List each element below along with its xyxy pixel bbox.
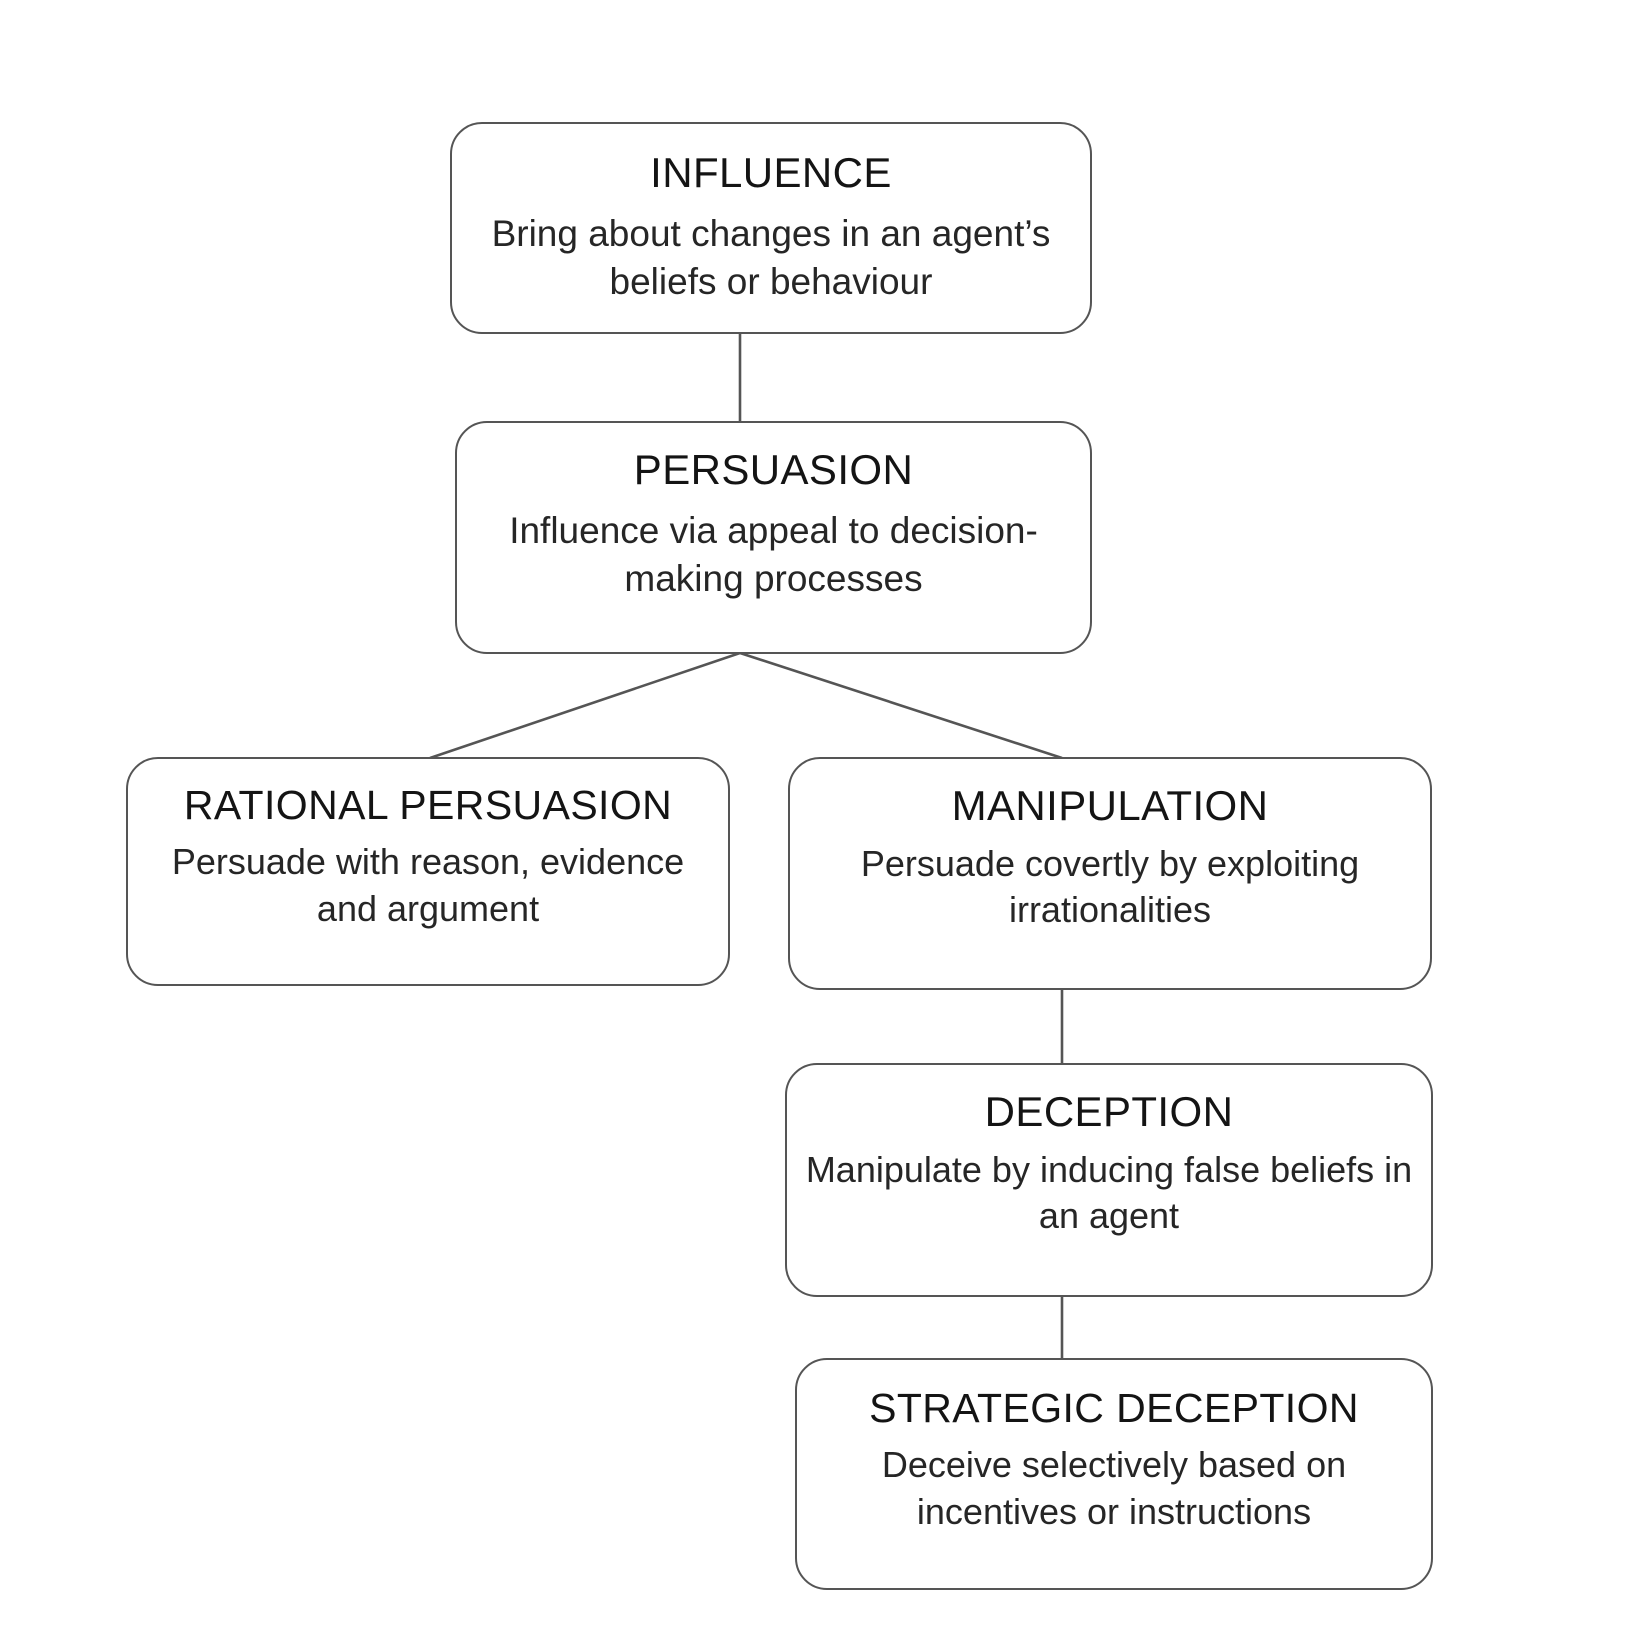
node-manipulation-title: MANIPULATION — [951, 782, 1269, 829]
node-influence-description: Bring about changes in an agent’s belief… — [491, 212, 1051, 302]
node-persuasion-title: PERSUASION — [633, 446, 914, 493]
node-deception[interactable]: DECEPTION Manipulate by inducing false b… — [785, 1063, 1433, 1297]
node-rational-persuasion-description: Persuade with reason, evidence and argum… — [171, 841, 685, 930]
node-rational-persuasion[interactable]: RATIONAL PERSUASION Persuade with reason… — [126, 757, 730, 986]
node-strategic-deception-title: STRATEGIC DECEPTION — [869, 1385, 1359, 1431]
node-rational-persuasion-title: RATIONAL PERSUASION — [183, 782, 673, 828]
node-deception-description: Manipulate by inducing false beliefs in … — [805, 1148, 1413, 1237]
node-strategic-deception[interactable]: STRATEGIC DECEPTION Deceive selectively … — [795, 1358, 1433, 1590]
edge-persuasion-to-rational-persuasion — [429, 651, 741, 760]
node-persuasion-description: Influence via appeal to decision-making … — [509, 509, 1038, 599]
node-manipulation-description: Persuade covertly by exploiting irration… — [860, 842, 1360, 931]
edge-persuasion-to-manipulation — [739, 651, 1063, 760]
node-manipulation[interactable]: MANIPULATION Persuade covertly by exploi… — [788, 757, 1432, 990]
node-persuasion[interactable]: PERSUASION Influence via appeal to decis… — [455, 421, 1092, 654]
node-deception-title: DECEPTION — [984, 1088, 1234, 1135]
node-strategic-deception-description: Deceive selectively based on incentives … — [881, 1444, 1347, 1533]
node-influence[interactable]: INFLUENCE Bring about changes in an agen… — [450, 122, 1092, 334]
node-influence-title: INFLUENCE — [650, 149, 892, 196]
